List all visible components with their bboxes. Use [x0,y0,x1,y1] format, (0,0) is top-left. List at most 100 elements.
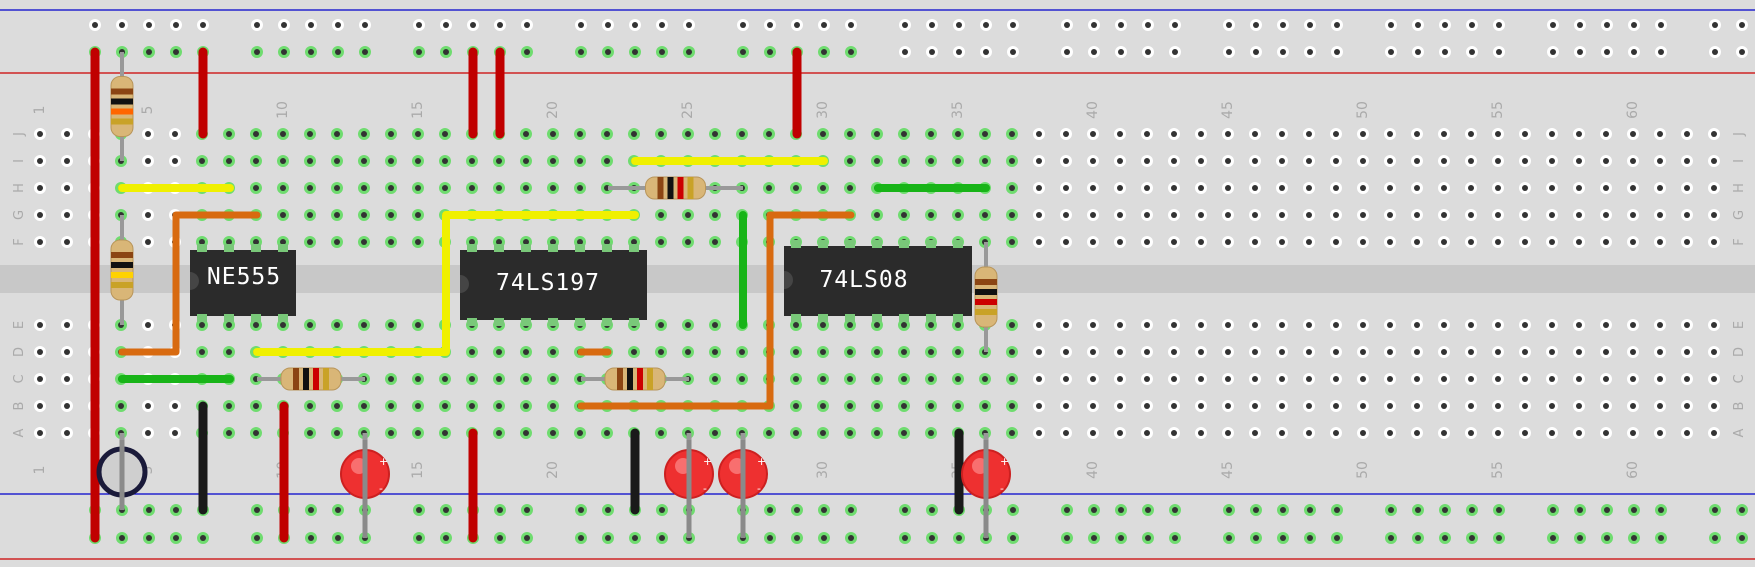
hole [820,403,826,409]
hole [388,239,394,245]
hole [821,535,827,541]
wire-orange [577,211,855,410]
hole [523,430,529,436]
resistor-band [111,108,133,115]
hole [1604,22,1610,28]
column-number: 40 [1085,101,1101,119]
hole [902,535,908,541]
hole [361,239,367,245]
column-number: 10 [275,101,291,119]
hole [416,22,422,28]
column-number: 1 [32,466,48,475]
hole [1171,430,1177,436]
hole [1441,239,1447,245]
chip-74ls197[interactable]: 74LS197 [460,250,647,320]
column-number: 5 [140,106,156,115]
hole [442,403,448,409]
resistor-band [667,177,674,199]
hole [1442,507,1448,513]
hole [659,535,665,541]
hole [1360,349,1366,355]
hole [173,507,179,513]
hole [1603,322,1609,328]
hole [361,158,367,164]
hole [1441,349,1447,355]
hole [1333,131,1339,137]
chip-pin [818,314,828,322]
hole [766,185,772,191]
hole [685,349,691,355]
hole [1036,158,1042,164]
hole [254,535,260,541]
hole [605,22,611,28]
hole [1333,349,1339,355]
hole [1090,322,1096,328]
hole [1279,376,1285,382]
hole [658,239,664,245]
hole [1657,239,1663,245]
hole [1496,22,1502,28]
hole [793,376,799,382]
hole [1117,212,1123,218]
hole [1576,403,1582,409]
hole [1171,185,1177,191]
hole [524,49,530,55]
hole [1279,185,1285,191]
hole [415,430,421,436]
hole [766,430,772,436]
hole [1091,49,1097,55]
column-number: 45 [1220,101,1236,119]
hole [1711,185,1717,191]
hole [578,22,584,28]
hole [119,535,125,541]
hole [901,430,907,436]
hole [1630,158,1636,164]
hole [1441,185,1447,191]
hole [1711,158,1717,164]
chip-pin [251,244,261,252]
hole [1172,22,1178,28]
hole [1280,535,1286,541]
hole [1603,185,1609,191]
hole [1279,239,1285,245]
hole [1063,349,1069,355]
led-plus: + [703,455,712,468]
row-letter: G [12,210,27,220]
hole [1414,158,1420,164]
hole [1226,22,1232,28]
hole [1198,322,1204,328]
hole [1333,158,1339,164]
hole [1360,158,1366,164]
resistor-body [974,266,998,328]
row-letter: H [1732,183,1747,193]
row-letter: I [12,159,27,163]
hole [1117,376,1123,382]
chip-ne555[interactable]: NE555 [190,250,296,316]
hole [767,22,773,28]
resistor-band [111,118,133,125]
chip-pin [629,244,639,252]
hole [1549,430,1555,436]
hole [469,158,475,164]
hole [496,185,502,191]
hole [1522,349,1528,355]
hole [1063,403,1069,409]
resistor-body [604,367,666,391]
hole [524,22,530,28]
hole [1496,49,1502,55]
hole [956,49,962,55]
hole [1252,131,1258,137]
hole [1604,49,1610,55]
hole [1657,403,1663,409]
hole [631,131,637,137]
hole [199,239,205,245]
hole [1198,158,1204,164]
chip-74ls08[interactable]: 74LS08 [784,246,972,316]
hole [523,158,529,164]
hole [1172,49,1178,55]
chip-label: 74LS08 [819,267,908,293]
hole [1279,322,1285,328]
hole [955,131,961,137]
hole [712,239,718,245]
